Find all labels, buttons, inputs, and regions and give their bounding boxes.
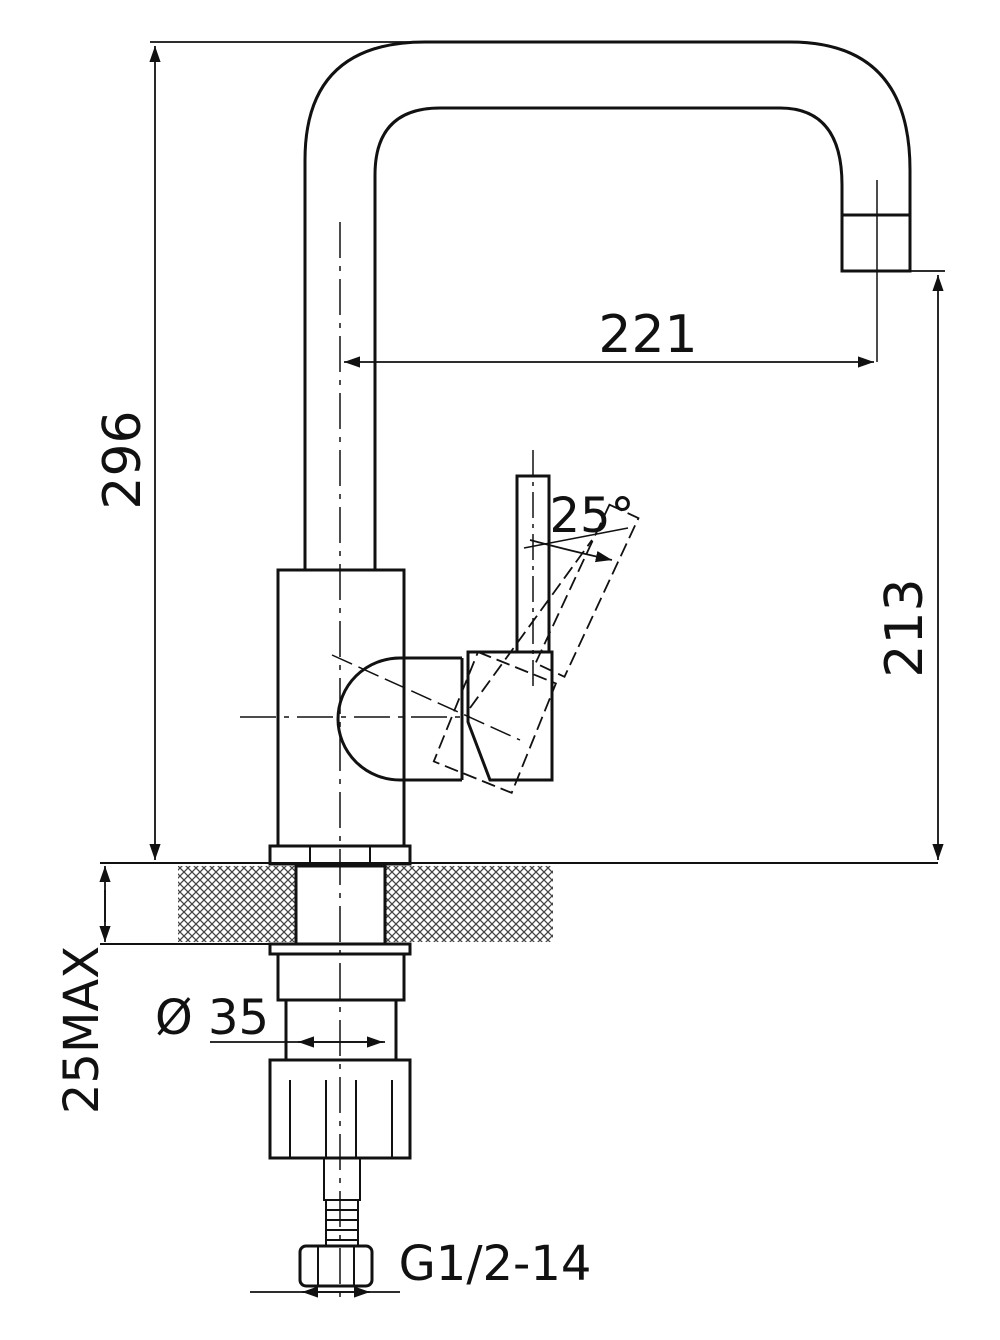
label-thread-size: G1/2-14 [399,1236,592,1292]
spout-outer-contour [303,40,912,570]
hose-fitting-thread [325,1199,359,1247]
label-hole-diameter: Ø 35 [155,990,269,1046]
label-spout-height: 213 [875,578,935,677]
supply-hose [323,1157,361,1201]
label-spout-reach: 221 [598,305,697,365]
dim-arc-25deg [529,539,613,563]
label-handle-angle: 25° [549,488,634,544]
spout-inner-contour [373,106,844,570]
phantom-centerline [469,539,593,709]
dimension-lines [99,41,945,1298]
phantom-hub [432,650,558,795]
label-max-counter-thickness: 25MAX [54,946,110,1114]
countertop-left-section [178,866,296,942]
cartridge-dome [336,656,462,782]
spout [303,40,912,570]
cartridge-axis-tilted [331,654,521,741]
label-total-height: 296 [93,410,153,509]
fixing-nut-upper [276,952,406,1002]
countertop-right-section [385,866,553,942]
mounting-parts [268,864,412,1288]
body-cylinder [276,568,406,848]
phantom-lever [534,503,640,678]
handle-phantom-tilted [432,503,640,795]
hex-nut [298,1244,374,1288]
aerator [840,213,912,273]
handle-hub [466,650,554,782]
fixing-nut-body [284,998,398,1062]
dimension-labels: 296 221 213 25° 25MAX Ø 35 G1/2-14 [54,305,935,1292]
countertop [100,862,938,945]
angle-reference-line [523,527,629,549]
handle-assembly [336,450,554,782]
centerlines [240,222,629,1300]
